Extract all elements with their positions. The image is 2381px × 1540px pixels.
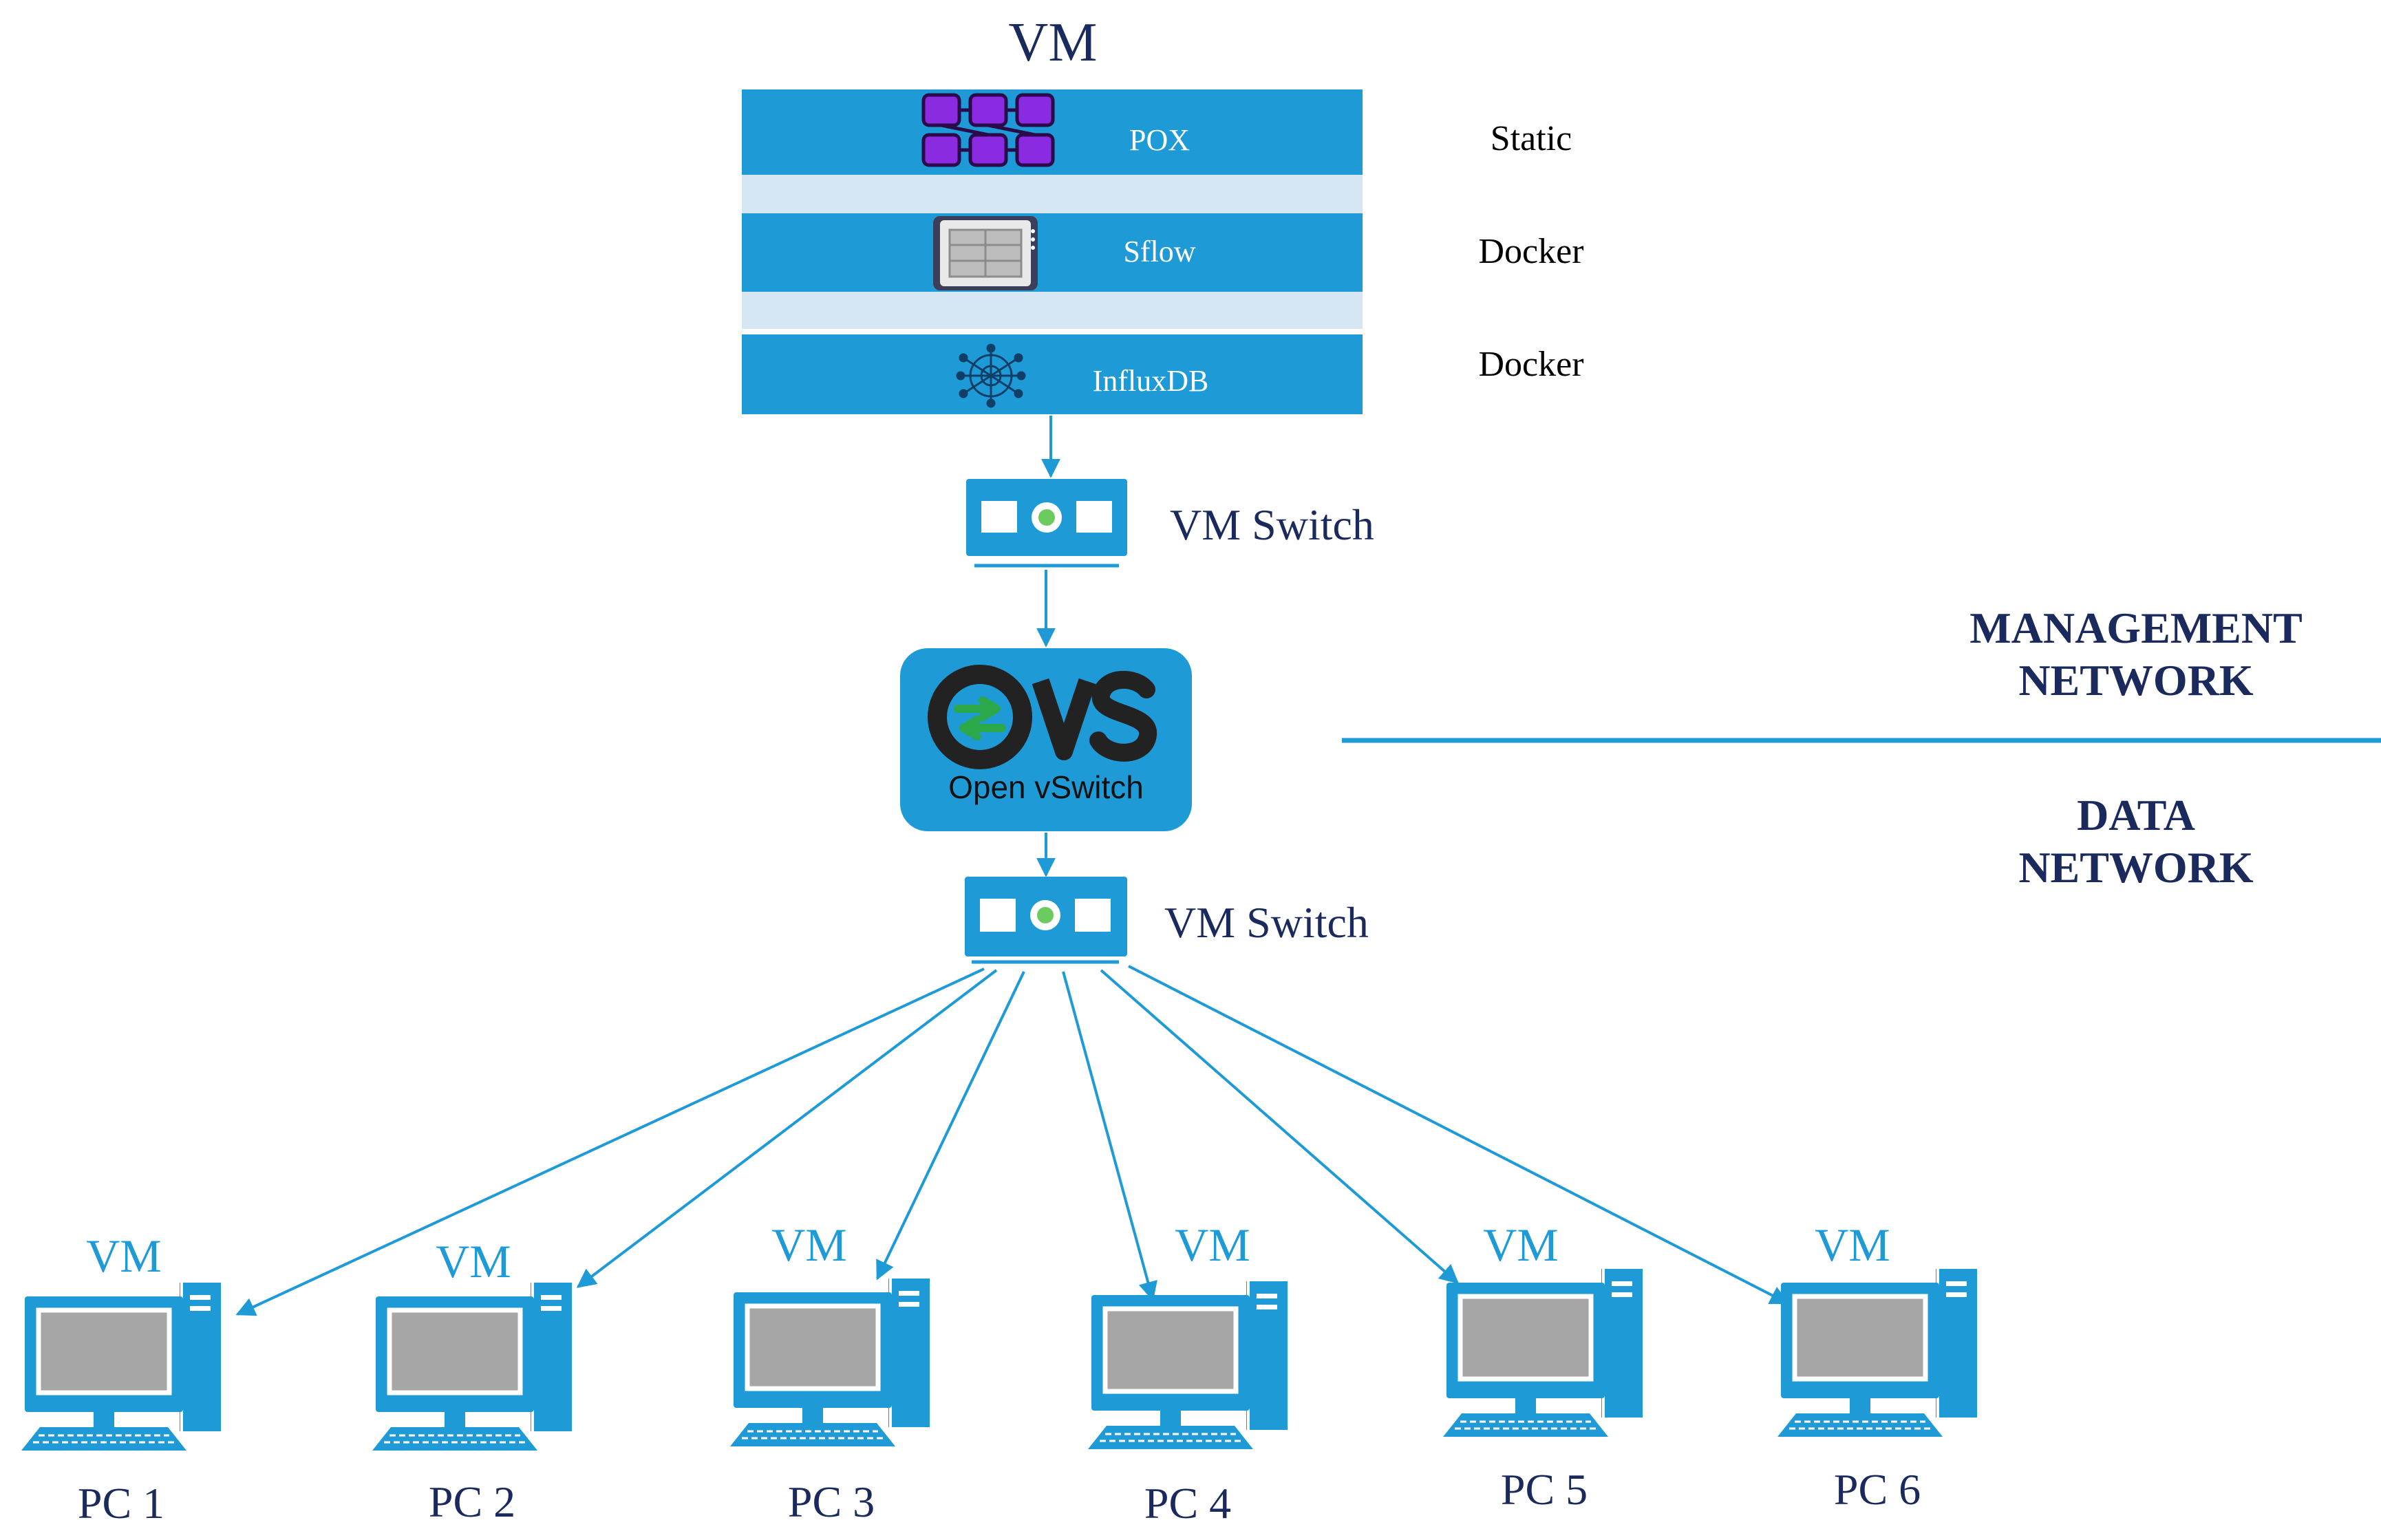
desktop-computer-icon [372, 1283, 572, 1451]
zone-labels: MANAGEMENT NETWORK DATA NETWORK [1342, 603, 2381, 892]
vm-switch-bottom [965, 877, 1127, 964]
stack-band-1 [742, 173, 1363, 215]
link-pc-5 [1100, 969, 1460, 1284]
desktop-computer-icon [1088, 1281, 1288, 1449]
pc-name-label: PC 4 [1144, 1479, 1231, 1528]
data-zone-label-line-2: NETWORK [2018, 843, 2254, 892]
pc-vm-label: VM [436, 1235, 511, 1287]
ovs-logo-icon [928, 665, 1157, 769]
vm-title: VM [1009, 12, 1098, 73]
desktop-computer-icon [1777, 1269, 1977, 1437]
pc-4: VM PC 4 [1088, 1219, 1288, 1528]
pc-6: VM PC 6 [1777, 1219, 1977, 1514]
desktop-computer-icon [21, 1283, 221, 1451]
pc-vm-label: VM [771, 1219, 847, 1271]
pox-logo-icon [921, 93, 1055, 167]
runtime-label-influxdb: Docker [1478, 345, 1583, 384]
sflow-device-icon [933, 216, 1038, 290]
ovs-subtitle: Open vSwitch [948, 769, 1144, 805]
pc-name-label: PC 5 [1501, 1465, 1588, 1514]
link-pc-2 [576, 969, 998, 1288]
desktop-computer-icon [1443, 1269, 1643, 1437]
runtime-label-pox: Static [1491, 119, 1572, 158]
link-pc-4 [1062, 971, 1157, 1301]
stack-layer-label-influxdb: InfluxDB [1093, 364, 1209, 398]
connectors [235, 416, 1790, 1316]
desktop-computer-icon [730, 1279, 930, 1446]
link-pc-3 [876, 971, 1025, 1281]
stack-layer-label-sflow: Sflow [1123, 235, 1195, 268]
vm-switch-top [966, 479, 1127, 568]
link-pc-6 [1128, 965, 1790, 1305]
stack-band-2 [742, 288, 1363, 329]
pc-name-label: PC 6 [1834, 1465, 1921, 1514]
data-zone-label-line-1: DATA [2077, 791, 2195, 839]
stack-layer-influxdb [742, 334, 1363, 414]
pc-vm-label: VM [1175, 1219, 1250, 1271]
vm-switch-top-label: VM Switch [1170, 500, 1374, 549]
stack-layer-label-pox: POX [1129, 123, 1190, 157]
stack-layer-sflow [742, 213, 1363, 292]
pc-vm-label: VM [1483, 1219, 1559, 1271]
management-zone-label-line-1: MANAGEMENT [1969, 603, 2303, 652]
pc-name-label: PC 1 [78, 1479, 164, 1528]
vm-switch-bottom-label: VM Switch [1164, 898, 1369, 947]
pc-5: VM PC 5 [1443, 1219, 1643, 1514]
ovs-block: Open vSwitch [900, 648, 1192, 831]
pc-name-label: PC 2 [429, 1477, 515, 1526]
link-pc-1 [235, 967, 985, 1316]
management-zone-label-line-2: NETWORK [2018, 656, 2254, 705]
influxdb-logo-icon [956, 343, 1026, 408]
pc-1: VM PC 1 [21, 1230, 221, 1528]
pc-3: VM PC 3 [730, 1219, 930, 1526]
pc-vm-label: VM [86, 1230, 162, 1282]
pc-vm-label: VM [1815, 1219, 1890, 1271]
pc-2: VM PC 2 [372, 1235, 572, 1526]
pc-name-label: PC 3 [788, 1477, 875, 1526]
runtime-label-sflow: Docker [1478, 232, 1583, 271]
vm-stack: POX Sflow InfluxDB Stati [742, 89, 1584, 414]
